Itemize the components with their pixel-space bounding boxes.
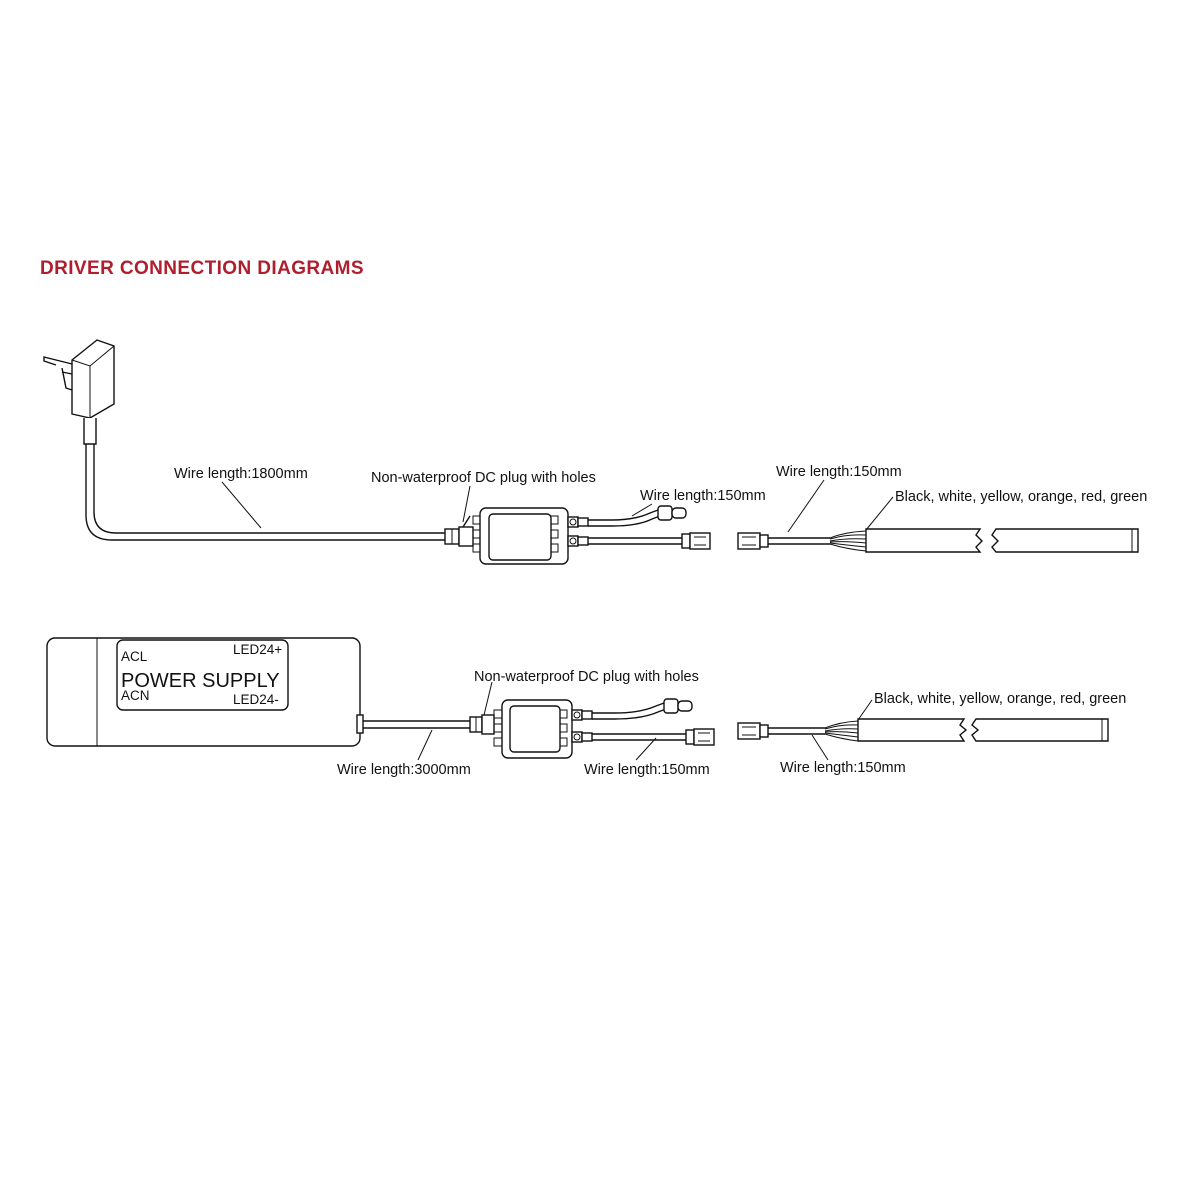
led-strip-2 bbox=[737, 718, 1109, 742]
wire-length-output-label-2: Wire length:150mm bbox=[584, 762, 710, 778]
wall-adapter bbox=[43, 339, 445, 541]
page-title: DRIVER CONNECTION DIAGRAMS bbox=[40, 258, 364, 279]
pin-output-lead bbox=[588, 532, 711, 550]
psu-acn-label: ACN bbox=[121, 688, 150, 703]
diagram-plug-in-adapter: Wire length:1800mm Non-waterproof DC plu… bbox=[43, 339, 1147, 565]
dc-output-lead-2 bbox=[592, 698, 693, 720]
wire-length-strip-label-2: Wire length:150mm bbox=[780, 760, 906, 776]
wire-length-input-label: Wire length:1800mm bbox=[174, 466, 308, 482]
dc-plug-2 bbox=[469, 714, 495, 735]
pin-output-lead-2 bbox=[592, 728, 715, 746]
controller-box bbox=[472, 507, 589, 565]
wire-length-input-label-2: Wire length:3000mm bbox=[337, 762, 471, 778]
leader-lines-1 bbox=[221, 479, 894, 533]
psu-led-pos-label: LED24+ bbox=[233, 642, 282, 657]
diagram-power-supply: ACL LED24+ POWER SUPPLY ACN LED24- bbox=[46, 637, 1126, 778]
controller-box-2 bbox=[493, 699, 593, 759]
dc-plug-label-2: Non-waterproof DC plug with holes bbox=[474, 669, 699, 685]
psu-acl-label: ACL bbox=[121, 649, 148, 664]
led-strip bbox=[737, 528, 1139, 553]
dc-plug bbox=[444, 515, 474, 547]
wire-colors-label-2: Black, white, yellow, orange, red, green bbox=[874, 691, 1126, 707]
power-supply-box: ACL LED24+ POWER SUPPLY ACN LED24- bbox=[46, 637, 470, 747]
wire-colors-label: Black, white, yellow, orange, red, green bbox=[895, 489, 1147, 505]
wire-length-strip-label: Wire length:150mm bbox=[776, 464, 902, 480]
wire-length-output-label: Wire length:150mm bbox=[640, 488, 766, 504]
dc-plug-label: Non-waterproof DC plug with holes bbox=[371, 470, 596, 486]
leader-lines-2 bbox=[417, 681, 873, 761]
psu-name-label: POWER SUPPLY bbox=[121, 670, 280, 692]
psu-led-neg-label: LED24- bbox=[233, 692, 279, 707]
dc-output-lead bbox=[588, 505, 687, 527]
